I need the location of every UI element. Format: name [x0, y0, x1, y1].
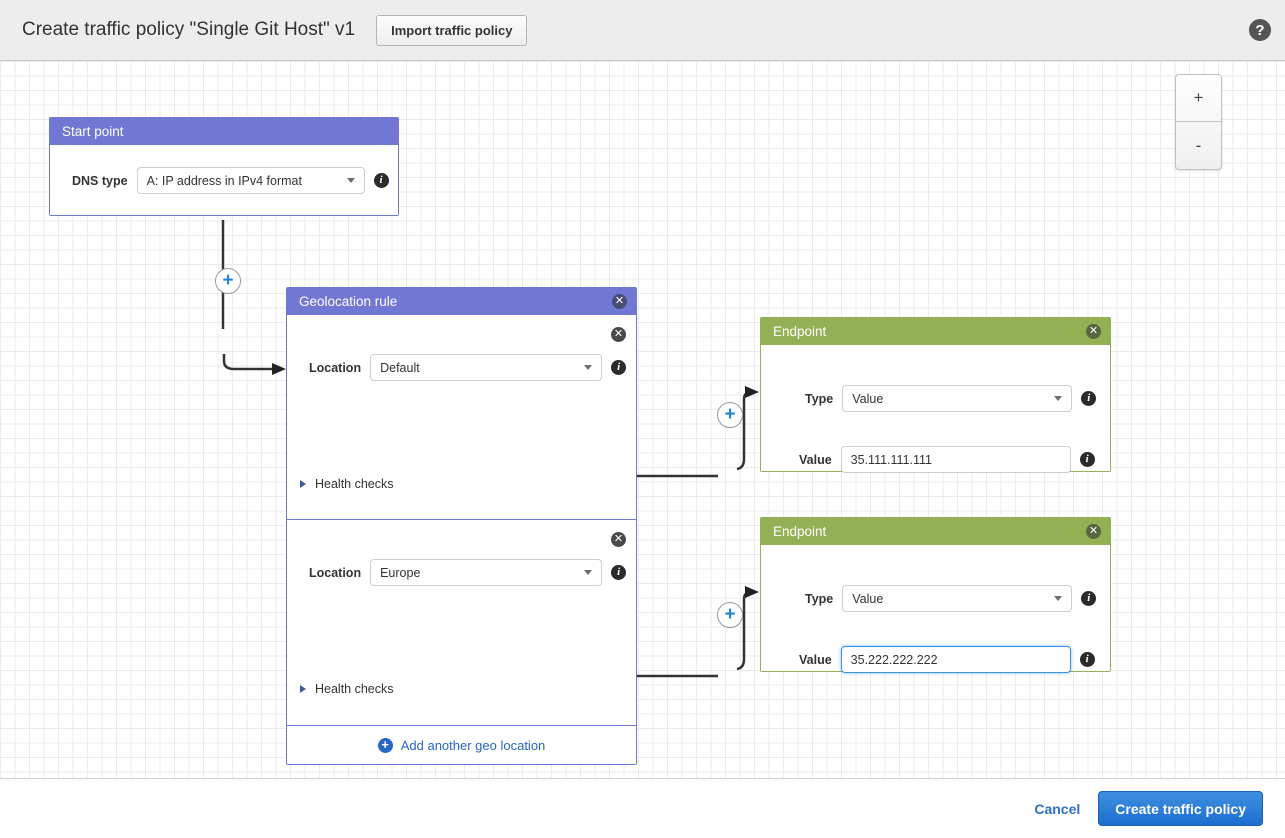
endpoint-value-input[interactable]: 35.222.222.222	[840, 646, 1071, 673]
endpoint-type-value: Value	[852, 591, 884, 606]
endpoint-value-info-icon[interactable]: i	[1079, 652, 1095, 667]
add-node-connector-endpoint-1[interactable]: +	[717, 402, 743, 428]
endpoint-value-input[interactable]: 35.111.111.111	[840, 446, 1071, 473]
add-node-connector-endpoint-2[interactable]: +	[717, 602, 743, 628]
endpoint-value-info-icon[interactable]: i	[1079, 452, 1095, 467]
dns-type-select[interactable]: A: IP address in IPv4 format	[136, 167, 365, 194]
close-icon[interactable]: ✕	[1086, 324, 1101, 339]
page-title: Create traffic policy "Single Git Host" …	[22, 19, 356, 40]
footer-action-bar: Cancel Create traffic policy	[0, 778, 1285, 838]
health-checks-toggle[interactable]: Health checks	[300, 477, 394, 491]
plus-icon: +	[377, 737, 393, 753]
help-icon[interactable]: ?	[1249, 19, 1271, 41]
chevron-down-icon	[584, 570, 593, 575]
location-select[interactable]: Default	[370, 354, 603, 381]
endpoint-node[interactable]: Endpoint ✕ Type Value i Value 35.111.111…	[760, 317, 1111, 473]
endpoint-header: Endpoint ✕	[761, 518, 1110, 545]
chevron-down-icon	[346, 178, 355, 183]
chevron-right-icon	[300, 685, 306, 693]
import-traffic-policy-button[interactable]: Import traffic policy	[376, 14, 528, 46]
start-point-body: DNS type A: IP address in IPv4 format i	[50, 145, 398, 215]
location-value: Europe	[380, 565, 421, 580]
dns-type-label: DNS type	[72, 173, 128, 188]
location-select[interactable]: Europe	[370, 559, 603, 586]
location-info-icon[interactable]: i	[611, 565, 627, 580]
endpoint-value-text: 35.111.111.111	[850, 452, 932, 467]
policy-canvas[interactable]: + - Start point DNS type A: IP address i…	[0, 61, 1285, 778]
close-icon[interactable]: ✕	[611, 532, 626, 547]
create-traffic-policy-button[interactable]: Create traffic policy	[1098, 791, 1263, 826]
start-point-header: Start point	[50, 118, 398, 145]
endpoint-type-label: Type	[805, 591, 834, 606]
start-point-title: Start point	[62, 124, 124, 139]
top-header-bar: Create traffic policy "Single Git Host" …	[0, 0, 1285, 61]
endpoint-value-label: Value	[799, 652, 832, 667]
close-icon[interactable]: ✕	[612, 294, 627, 309]
chevron-down-icon	[1054, 396, 1063, 401]
add-node-connector-start[interactable]: +	[215, 268, 241, 294]
chevron-right-icon	[300, 480, 306, 488]
location-label: Location	[309, 360, 362, 375]
zoom-in-button[interactable]: +	[1176, 75, 1221, 122]
endpoint-type-select[interactable]: Value	[842, 385, 1073, 412]
cancel-button[interactable]: Cancel	[1034, 800, 1081, 817]
close-icon[interactable]: ✕	[1086, 524, 1101, 539]
geolocation-rule-title: Geolocation rule	[299, 294, 398, 309]
canvas-zoom-controls: + -	[1175, 74, 1222, 170]
endpoint-title: Endpoint	[773, 324, 827, 339]
close-icon[interactable]: ✕	[611, 327, 626, 342]
dns-type-value: A: IP address in IPv4 format	[146, 173, 302, 188]
health-checks-label: Health checks	[315, 477, 394, 491]
endpoint-type-label: Type	[805, 391, 834, 406]
endpoint-type-info-icon[interactable]: i	[1081, 391, 1097, 406]
add-another-geo-location-label: Add another geo location	[400, 737, 546, 753]
endpoint-body: Type Value i Value 35.111.111.111 i	[761, 345, 1110, 473]
endpoint-header: Endpoint ✕	[761, 318, 1110, 345]
location-label: Location	[309, 565, 362, 580]
location-value: Default	[380, 360, 420, 375]
geolocation-rule-header: Geolocation rule ✕	[287, 288, 636, 315]
endpoint-body: Type Value i Value 35.222.222.222 i	[761, 545, 1110, 673]
endpoint-type-value: Value	[852, 391, 884, 406]
add-another-geo-location-button[interactable]: + Add another geo location	[287, 725, 636, 764]
location-info-icon[interactable]: i	[611, 360, 627, 375]
chevron-down-icon	[584, 365, 593, 370]
endpoint-title: Endpoint	[773, 524, 827, 539]
geolocation-rule-node[interactable]: Geolocation rule ✕ ✕ Location Default i …	[286, 287, 637, 765]
endpoint-value-text: 35.222.222.222	[850, 652, 938, 667]
zoom-out-button[interactable]: -	[1176, 122, 1221, 169]
dns-type-info-icon[interactable]: i	[373, 173, 389, 188]
chevron-down-icon	[1054, 596, 1063, 601]
health-checks-label: Health checks	[315, 682, 394, 696]
start-point-node[interactable]: Start point DNS type A: IP address in IP…	[49, 117, 399, 216]
endpoint-node[interactable]: Endpoint ✕ Type Value i Value 35.222.222…	[760, 517, 1111, 673]
endpoint-type-info-icon[interactable]: i	[1081, 591, 1097, 606]
health-checks-toggle[interactable]: Health checks	[300, 682, 394, 696]
endpoint-value-label: Value	[799, 452, 832, 467]
geo-location-row: ✕ Location Europe i Health checks	[287, 520, 636, 725]
geo-location-row: ✕ Location Default i Health checks	[287, 315, 636, 520]
endpoint-type-select[interactable]: Value	[842, 585, 1073, 612]
